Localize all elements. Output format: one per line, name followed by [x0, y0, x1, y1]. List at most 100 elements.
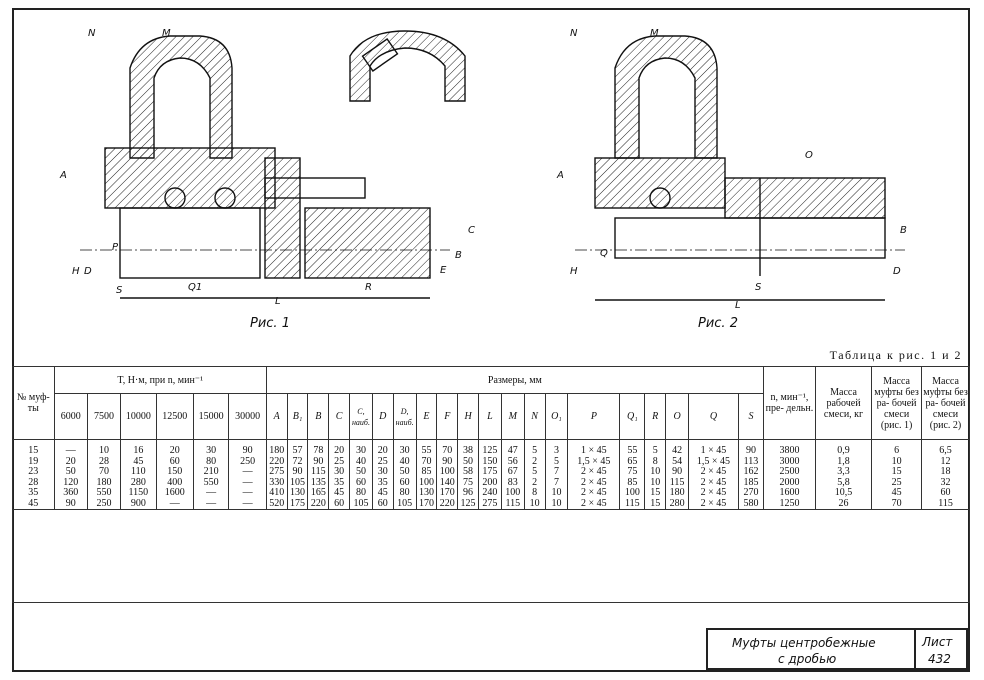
table-cell: 54	[672, 455, 683, 467]
col-header-dim: C, наиб.	[349, 393, 373, 440]
table-cell: —	[169, 497, 180, 509]
table-cell: 80	[206, 455, 217, 467]
table-cell: 2500	[779, 466, 800, 477]
table-cell: 1 × 45	[581, 445, 607, 456]
table-cell: 240	[482, 487, 498, 498]
table-cell: 80	[399, 487, 410, 498]
col-header-n: n, мин⁻¹, пре- дельн.	[762, 366, 816, 440]
table-cell: 120	[63, 476, 79, 488]
table-cell: 115	[669, 476, 685, 488]
table-cell: 1,5 × 45	[577, 455, 611, 467]
table-cell: 105	[353, 497, 369, 509]
table-cell: 42	[672, 445, 683, 456]
col-header-dim: Q₁	[619, 393, 645, 440]
dim-label: A	[556, 170, 564, 181]
table-cell: 130	[418, 487, 434, 498]
table-cell: —	[242, 476, 253, 488]
table-cell: 100	[418, 476, 434, 488]
table-cell: 50	[399, 466, 410, 477]
table-cell: 10,5	[834, 487, 853, 498]
table-cell: 60	[940, 487, 951, 498]
table-cell: 135	[310, 476, 326, 488]
col-header-dim: P	[567, 393, 620, 440]
table-cell: 110	[131, 466, 146, 477]
table-cell: 10	[99, 445, 110, 456]
table-cell: 90	[745, 445, 756, 456]
table-cell: 2	[532, 455, 538, 467]
table-cell: 10	[891, 455, 902, 467]
table-cell: 57	[292, 445, 303, 456]
table-cell: 280	[130, 476, 146, 488]
table-cell: 70	[421, 455, 432, 467]
table-cell: 10	[650, 466, 661, 477]
table-cell: 25	[891, 476, 902, 488]
col-header-dim: R	[644, 393, 666, 440]
table-cell: 2 × 45	[700, 487, 727, 498]
table-cell: 50	[65, 466, 76, 477]
dim-label: L	[275, 296, 281, 307]
table-cell: 170	[439, 487, 455, 498]
table-empty-row	[12, 509, 970, 603]
col-header-speed: 12500	[155, 393, 194, 440]
table-cell: —	[242, 466, 253, 477]
col-header-dim: O	[665, 393, 689, 440]
dim-label: L	[735, 300, 741, 311]
table-cell: 12	[940, 455, 951, 467]
dim-label: S	[755, 282, 762, 293]
col-header-dim: C	[328, 393, 350, 440]
dim-label: M	[650, 28, 659, 39]
table-cell: 550	[203, 476, 219, 488]
table-cell: 3	[553, 445, 559, 456]
dim-label: R	[365, 282, 372, 293]
table-cell: 55	[421, 445, 432, 456]
table-cell: 60	[399, 476, 410, 488]
col-header-dim: L	[477, 393, 502, 440]
table-cell: 30	[399, 445, 410, 456]
table-cell: 125	[460, 497, 476, 509]
table-cell: 3000	[779, 455, 800, 467]
table-cell: 50	[355, 466, 366, 477]
col-header-dim: B₁	[286, 393, 308, 440]
table-title: Таблица к рис. 1 и 2	[829, 348, 962, 362]
col-header-dim: F	[436, 393, 458, 440]
table-cell: 5	[652, 445, 658, 456]
table-cell: 30	[355, 445, 366, 456]
table-cell: 100	[505, 487, 521, 498]
table-cell: 0,9	[837, 445, 850, 456]
table-cell: 150	[482, 455, 498, 467]
col-header-dim: N	[523, 393, 545, 440]
table-cell: 210	[203, 466, 219, 477]
table-cell: 150	[167, 466, 183, 477]
col-group-torque: T, Н·м, при n, мин⁻¹	[53, 366, 267, 394]
table-cell: 130	[290, 487, 306, 498]
figure-2-caption: Рис. 2	[698, 316, 738, 331]
col-header-mass1: Масса муфты без ра- бочей смеси (рис. 1)	[871, 366, 922, 440]
table-cell: 45	[28, 497, 39, 509]
table-cell: 96	[463, 487, 474, 498]
dim-label: B	[455, 250, 462, 261]
table-cell: 5	[553, 455, 559, 467]
table-cell: 180	[269, 445, 285, 456]
title-line-1: Муфты центробежные	[732, 636, 876, 650]
table-cell: 15	[891, 466, 902, 477]
table-cell: 8	[532, 487, 538, 498]
col-header-dim: B	[307, 393, 329, 440]
table-cell: 180	[669, 487, 685, 498]
dim-label: M	[162, 28, 171, 39]
table-cell: 75	[627, 466, 638, 477]
table-cell: 1 × 45	[700, 445, 727, 456]
table-cell: 125	[482, 445, 498, 456]
table-cell: 1250	[779, 497, 800, 509]
table-cell: —	[206, 497, 217, 509]
